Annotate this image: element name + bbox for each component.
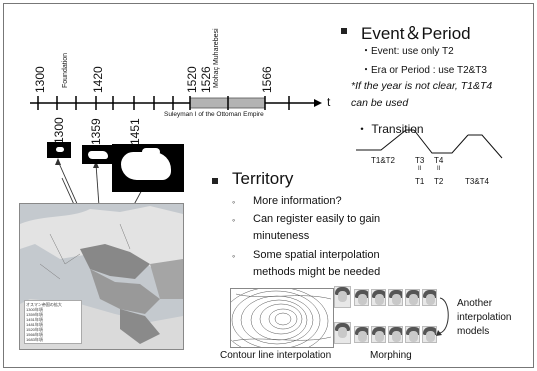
legend-item: 1520年頃 <box>26 327 43 332</box>
territory-item: Some spatial interpolation <box>253 249 380 261</box>
legend-item: 1451年頃 <box>26 317 43 322</box>
suleyman-label: Suleyman I of the Ottoman Empire <box>164 111 264 118</box>
territory-1359-image <box>82 145 115 164</box>
note-line-2: can be used <box>351 97 409 109</box>
t1-label: T1 <box>415 177 425 186</box>
foundation-label: Foundation <box>62 52 69 88</box>
another-models-line-1: Another <box>457 298 493 309</box>
legend-item: 1566年頃 <box>26 332 43 337</box>
transition-label: ・ Transition <box>356 122 424 136</box>
contour-interpolation-image <box>230 288 334 348</box>
equals-mark-1: II <box>418 166 422 172</box>
territory-item: Can register easily to gain <box>253 213 381 225</box>
territory-sub-bullet: ◦ <box>232 251 236 261</box>
morphing-image <box>334 286 452 346</box>
territory-1300-image <box>47 142 71 158</box>
event-period-heading: Event＆Period <box>361 24 471 43</box>
territory-heading: Territory <box>232 169 294 188</box>
territory-item-cont: methods might be needed <box>253 266 381 278</box>
legend-item: 1481年頃 <box>26 322 43 327</box>
note-line-1: *If the year is not clear, T1&T4 <box>351 80 493 92</box>
year-1566-top: 1566 <box>260 66 274 93</box>
ottoman-map-image: オスマン帝国の拡大 1300年頃 1359年頃 1451年頃 1481年頃 15… <box>19 203 184 350</box>
event-item: ・Event: use only T2 <box>361 46 454 57</box>
territory-item-cont: minuteness <box>253 230 310 242</box>
year-1359-bottom: 1359 <box>89 118 103 145</box>
legend-title: オスマン帝国の拡大 <box>26 302 62 307</box>
event-period-bullet <box>341 28 347 34</box>
slide-frame <box>3 3 534 368</box>
territory-sub-bullet: ◦ <box>232 215 236 225</box>
another-models-line-2: interpolation <box>457 312 512 323</box>
t1t2-label: T1&T2 <box>371 156 396 165</box>
morphing-caption: Morphing <box>370 350 412 361</box>
era-item: ・Era or Period : use T2&T3 <box>361 65 487 76</box>
year-1451-bottom: 1451 <box>128 118 142 145</box>
t2-label: T2 <box>434 177 444 186</box>
territory-sub-bullet: ◦ <box>232 197 236 207</box>
year-1300-bottom: 1300 <box>52 117 66 144</box>
contour-caption: Contour line interpolation <box>220 350 332 361</box>
territory-item: More information? <box>253 195 342 207</box>
map-legend: オスマン帝国の拡大 1300年頃 1359年頃 1451年頃 1481年頃 15… <box>24 300 82 344</box>
territory-bullet <box>212 178 218 184</box>
legend-item: 1300年頃 <box>26 307 43 312</box>
t3t4-label: T3&T4 <box>465 177 490 186</box>
another-models-line-3: models <box>457 326 490 337</box>
year-1526-top: 1526 <box>199 66 213 93</box>
t3-label: T3 <box>415 156 425 165</box>
year-1420-top: 1420 <box>91 66 105 93</box>
t4-label: T4 <box>434 156 444 165</box>
time-axis-label: t <box>327 95 331 109</box>
equals-mark-2: II <box>437 166 441 172</box>
legend-item: 1359年頃 <box>26 312 43 317</box>
legend-item: 1683年頃 <box>26 337 43 342</box>
year-1300-top: 1300 <box>33 66 47 93</box>
mohacs-label: Mohaç Muharebesi <box>213 28 220 88</box>
territory-1451-image <box>112 144 184 192</box>
year-1520-top: 1520 <box>185 66 199 93</box>
